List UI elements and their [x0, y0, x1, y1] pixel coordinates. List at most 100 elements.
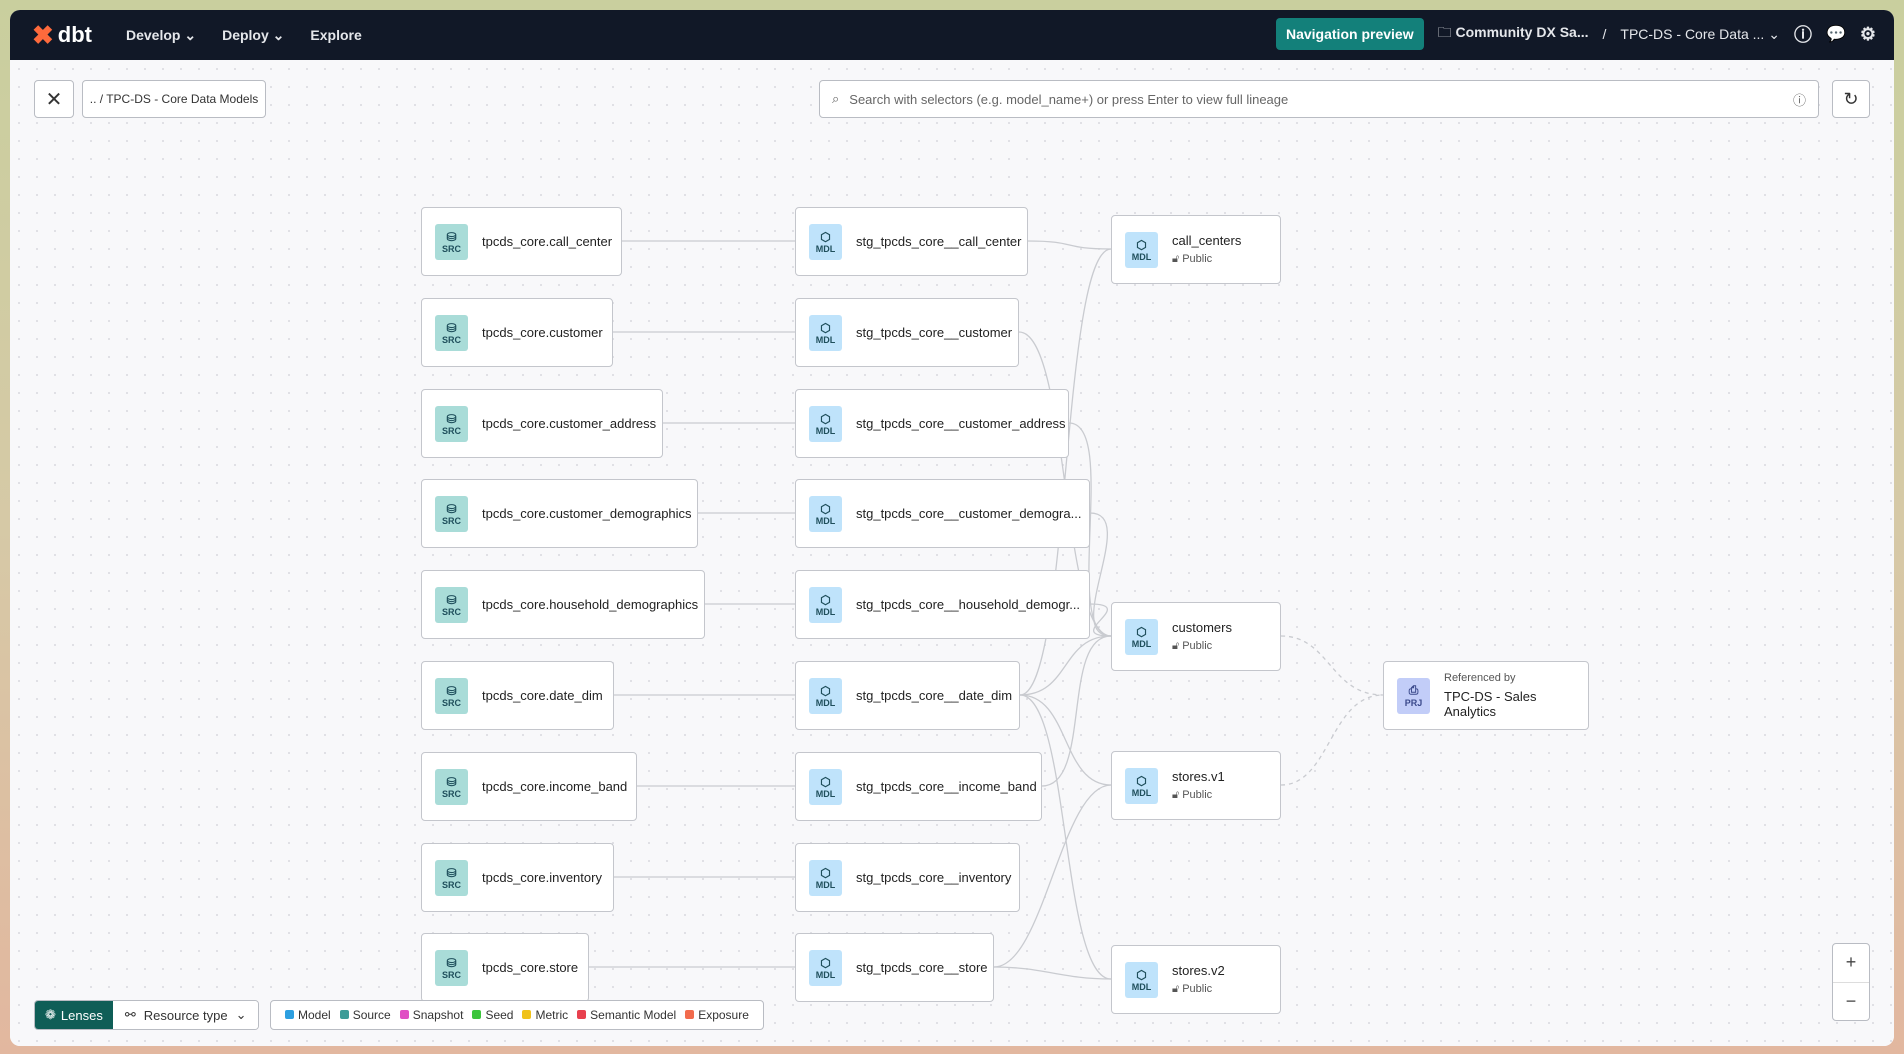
edge	[1027, 240, 1112, 250]
graph-icon: ⚯	[124, 1007, 136, 1022]
referenced-by-label: Referenced by	[1444, 672, 1516, 684]
legend-item: Model	[285, 1008, 331, 1022]
legend-swatch	[577, 1010, 587, 1019]
gear-icon[interactable]: ⚙	[1859, 23, 1876, 44]
brand: dbt	[57, 22, 92, 47]
node-title: stg_tpcds_core__store	[856, 960, 988, 975]
database-icon: ⛁	[446, 865, 457, 880]
access-label: 🔓︎ Public	[1172, 640, 1213, 652]
node-title: stores.v2	[1172, 963, 1225, 978]
cube-icon: ⬡	[1136, 967, 1147, 982]
staging-model-node[interactable]: ⬡MDL stg_tpcds_core__call_center	[795, 207, 1028, 276]
search-icon: ⌕	[832, 91, 840, 106]
zoom-in-button[interactable]: +	[1833, 944, 1869, 983]
help-icon[interactable]: ⓘ	[1793, 25, 1812, 45]
node-title: stg_tpcds_core__income_band	[856, 779, 1037, 794]
refresh-button[interactable]: ↻	[1832, 80, 1870, 118]
legend-swatch	[685, 1010, 695, 1019]
lenses-button[interactable]: ❁Lenses	[35, 1001, 113, 1029]
legend-item: Seed	[472, 1008, 513, 1022]
info-icon[interactable]: ⓘ	[1792, 92, 1806, 108]
top-nav: ✖dbt Develop ⌄ Deploy ⌄ Explore Navigati…	[10, 10, 1894, 60]
edge	[993, 784, 1112, 968]
node-title: stg_tpcds_core__call_center	[856, 234, 1022, 249]
dbt-logo-icon: ✖	[32, 19, 54, 50]
node-title: customers	[1172, 620, 1232, 635]
src-badge: ⛁SRC	[435, 495, 468, 532]
cube-icon: ⬡	[820, 320, 831, 335]
app-window: ✖dbt Develop ⌄ Deploy ⌄ Explore Navigati…	[10, 10, 1894, 1046]
folder-icon: 🗀	[1437, 24, 1452, 40]
project-icon: ⎙	[1408, 683, 1419, 697]
lineage-canvas[interactable]: ✕ .. / TPC-DS - Core Data Models ⌕ Searc…	[10, 60, 1894, 1046]
close-button[interactable]: ✕	[34, 80, 74, 118]
breadcrumb[interactable]: .. / TPC-DS - Core Data Models	[82, 80, 266, 118]
node-title: call_centers	[1172, 233, 1242, 248]
nav-explore[interactable]: Explore	[310, 26, 362, 43]
search-input[interactable]: ⌕ Search with selectors (e.g. model_name…	[819, 80, 1819, 118]
resource-type-dropdown[interactable]: ⚯Resource type⌄	[112, 1001, 259, 1029]
mdl-badge: ⬡MDL	[809, 949, 842, 986]
nav-deploy[interactable]: Deploy ⌄	[222, 26, 285, 43]
edge	[1089, 603, 1112, 637]
feedback-icon[interactable]: 💬	[1825, 26, 1846, 43]
staging-model-node[interactable]: ⬡MDL stg_tpcds_core__date_dim	[795, 661, 1020, 730]
node-title: tpcds_core.customer_demographics	[482, 506, 692, 521]
node-title: tpcds_core.date_dim	[482, 688, 603, 703]
src-badge: ⛁SRC	[435, 859, 468, 896]
navigation-preview-button[interactable]: Navigation preview	[1275, 18, 1424, 50]
node-title: stores.v1	[1172, 769, 1225, 784]
cube-icon: ⬡	[820, 774, 831, 789]
mdl-badge: ⬡MDL	[1125, 618, 1158, 655]
dbt-logo[interactable]: ✖dbt	[32, 20, 92, 51]
cube-icon: ⬡	[1136, 237, 1147, 252]
source-node[interactable]: ⛁SRC tpcds_core.customer_demographics	[421, 479, 698, 548]
nav-develop[interactable]: Develop ⌄	[126, 26, 197, 43]
environment-selector[interactable]: TPC-DS - Core Data ... ⌄	[1620, 25, 1780, 42]
legend-item: Snapshot	[399, 1008, 463, 1022]
src-badge: ⛁SRC	[435, 314, 468, 351]
legend-swatch	[472, 1010, 482, 1019]
database-icon: ⛁	[446, 411, 457, 426]
mdl-badge: ⬡MDL	[809, 586, 842, 623]
node-title: stg_tpcds_core__customer_demogra...	[856, 506, 1082, 521]
node-title: stg_tpcds_core__inventory	[856, 870, 1012, 885]
lenses-control: ❁Lenses ⚯Resource type⌄	[34, 1000, 260, 1030]
legend-item: Exposure	[685, 1008, 749, 1022]
node-title: stg_tpcds_core__date_dim	[856, 688, 1013, 703]
access-label: 🔓︎ Public	[1172, 983, 1213, 995]
mart-model-node[interactable]: ⬡MDL customers 🔓︎ Public	[1111, 602, 1281, 671]
mdl-badge: ⬡MDL	[809, 223, 842, 260]
node-title: tpcds_core.customer_address	[482, 416, 657, 431]
legend-swatch	[339, 1010, 349, 1019]
staging-model-node[interactable]: ⬡MDL stg_tpcds_core__income_band	[795, 752, 1042, 821]
mdl-badge: ⬡MDL	[809, 768, 842, 805]
cube-icon: ⬡	[1136, 624, 1147, 639]
mdl-badge: ⬡MDL	[809, 677, 842, 714]
node-title: TPC-DS - Sales Analytics	[1444, 689, 1537, 719]
src-badge: ⛁SRC	[435, 586, 468, 623]
access-label: 🔓︎ Public	[1172, 253, 1213, 265]
staging-model-node[interactable]: ⬡MDL stg_tpcds_core__store	[795, 933, 994, 1002]
project-selector[interactable]: 🗀 Community DX Sa...	[1437, 24, 1589, 40]
edge	[1041, 635, 1112, 787]
cube-icon: ⬡	[820, 501, 831, 516]
zoom-out-button[interactable]: −	[1845, 990, 1857, 1011]
